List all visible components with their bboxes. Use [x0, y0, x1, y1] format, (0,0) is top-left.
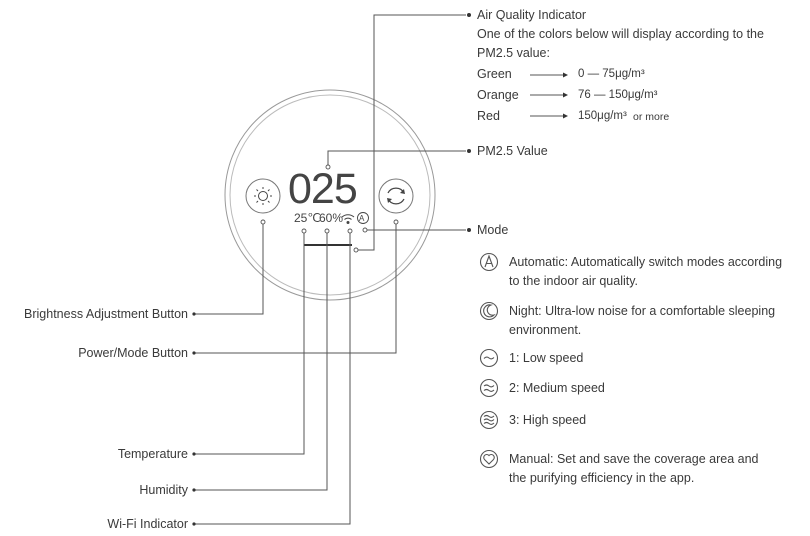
power-mode-label: Power/Mode Button: [78, 346, 188, 360]
dot-temperature: [192, 452, 196, 456]
high-speed-icon: [479, 410, 499, 430]
dot-pm25: [467, 149, 471, 153]
mode-high-desc: 3: High speed: [509, 411, 809, 430]
level-red-suffix: or more: [633, 111, 670, 123]
mode-anchor-dot: [362, 227, 368, 233]
air-quality-desc-1: One of the colors below will display acc…: [477, 27, 764, 41]
level-orange-label: Orange: [477, 88, 519, 102]
level-red-range: 150μg/m³: [578, 110, 627, 122]
wifi-label: Wi-Fi Indicator: [107, 517, 188, 531]
mode-low-line1: 1: Low speed: [509, 351, 584, 365]
device-inner-ring: [229, 94, 431, 296]
mode-label: Mode: [477, 223, 509, 237]
mode-night-desc: Night: Ultra-low noise for a comfortable…: [509, 302, 809, 340]
dot-brightness: [192, 312, 196, 316]
mode-manual-desc: Manual: Set and save the coverage area a…: [509, 450, 809, 488]
mode-medium-line1: 2: Medium speed: [509, 381, 605, 395]
wifi-icon: [341, 214, 355, 224]
brightness-label: Brightness Adjustment Button: [24, 307, 188, 321]
mode-automatic-desc: Automatic: Automatically switch modes ac…: [509, 253, 809, 291]
automatic-mode-glyph: [484, 254, 494, 268]
pm25-display-value: 025: [288, 165, 358, 213]
mode-medium-desc: 2: Medium speed: [509, 379, 809, 398]
mode-night-line1: Night: Ultra-low noise for a comfortable…: [509, 304, 776, 318]
air-quality-desc-2: PM2.5 value:: [477, 46, 550, 60]
dot-air-quality: [467, 13, 471, 17]
humidity-label: Humidity: [139, 483, 188, 497]
mode-night-line2: environment.: [509, 323, 582, 337]
dot-wifi: [192, 522, 196, 526]
leader-humidity: [194, 231, 328, 491]
arrowhead-green: [563, 72, 568, 78]
power-anchor-dot: [393, 219, 399, 225]
mode-manual-line1: Manual: Set and save the coverage area a…: [509, 452, 759, 466]
level-green-label: Green: [477, 67, 512, 81]
mode-low-desc: 1: Low speed: [509, 349, 809, 368]
display-mode-icon: [357, 212, 369, 224]
temperature-display: 25℃: [294, 211, 321, 225]
dot-humidity: [192, 488, 196, 492]
temp-anchor-dot: [301, 228, 307, 234]
automatic-mode-icon: [479, 252, 499, 272]
manual-mode-icon: [479, 449, 499, 469]
mode-automatic-line2: to the indoor air quality.: [509, 274, 639, 288]
humidity-anchor-dot: [324, 228, 330, 234]
arrowhead-red: [563, 113, 568, 119]
leader-temperature: [194, 231, 305, 455]
leader-brightness: [194, 222, 264, 315]
brightness-anchor-dot: [260, 219, 266, 225]
mode-manual-line2: the purifying efficiency in the app.: [509, 471, 695, 485]
wifi-anchor-dot: [347, 228, 353, 234]
temperature-label: Temperature: [117, 447, 188, 461]
device-outer-ring: [224, 89, 436, 301]
display-mode-glyph: A: [359, 214, 365, 223]
brightness-sun-icon: [254, 187, 272, 205]
air-quality-title: Air Quality Indicator: [477, 8, 587, 22]
leader-pm25: [327, 150, 466, 165]
medium-speed-icon: [479, 378, 499, 398]
leader-air-quality: [358, 14, 466, 251]
pm-anchor-dot: [325, 164, 331, 170]
leader-power: [194, 222, 397, 354]
mode-automatic-line1: Automatic: Automatically switch modes ac…: [509, 255, 783, 269]
dot-mode: [467, 228, 471, 232]
night-mode-icon: [479, 301, 499, 321]
brightness-button-ring: [245, 178, 281, 214]
power-button-ring: [378, 178, 414, 214]
indicator-anchor-dot: [353, 247, 359, 253]
low-speed-icon: [479, 348, 499, 368]
power-cycle-icon: [387, 187, 405, 205]
dot-power: [192, 351, 196, 355]
level-orange-range: 76 — 150μg/m³: [578, 89, 658, 101]
mode-high-line1: 3: High speed: [509, 413, 587, 427]
humidity-display: 60%: [319, 211, 344, 225]
arrowhead-orange: [563, 92, 568, 98]
leader-wifi: [194, 231, 351, 525]
level-red-label: Red: [477, 109, 500, 123]
pm25-value-label: PM2.5 Value: [477, 144, 548, 158]
level-green-range: 0 — 75μg/m³: [578, 68, 645, 80]
